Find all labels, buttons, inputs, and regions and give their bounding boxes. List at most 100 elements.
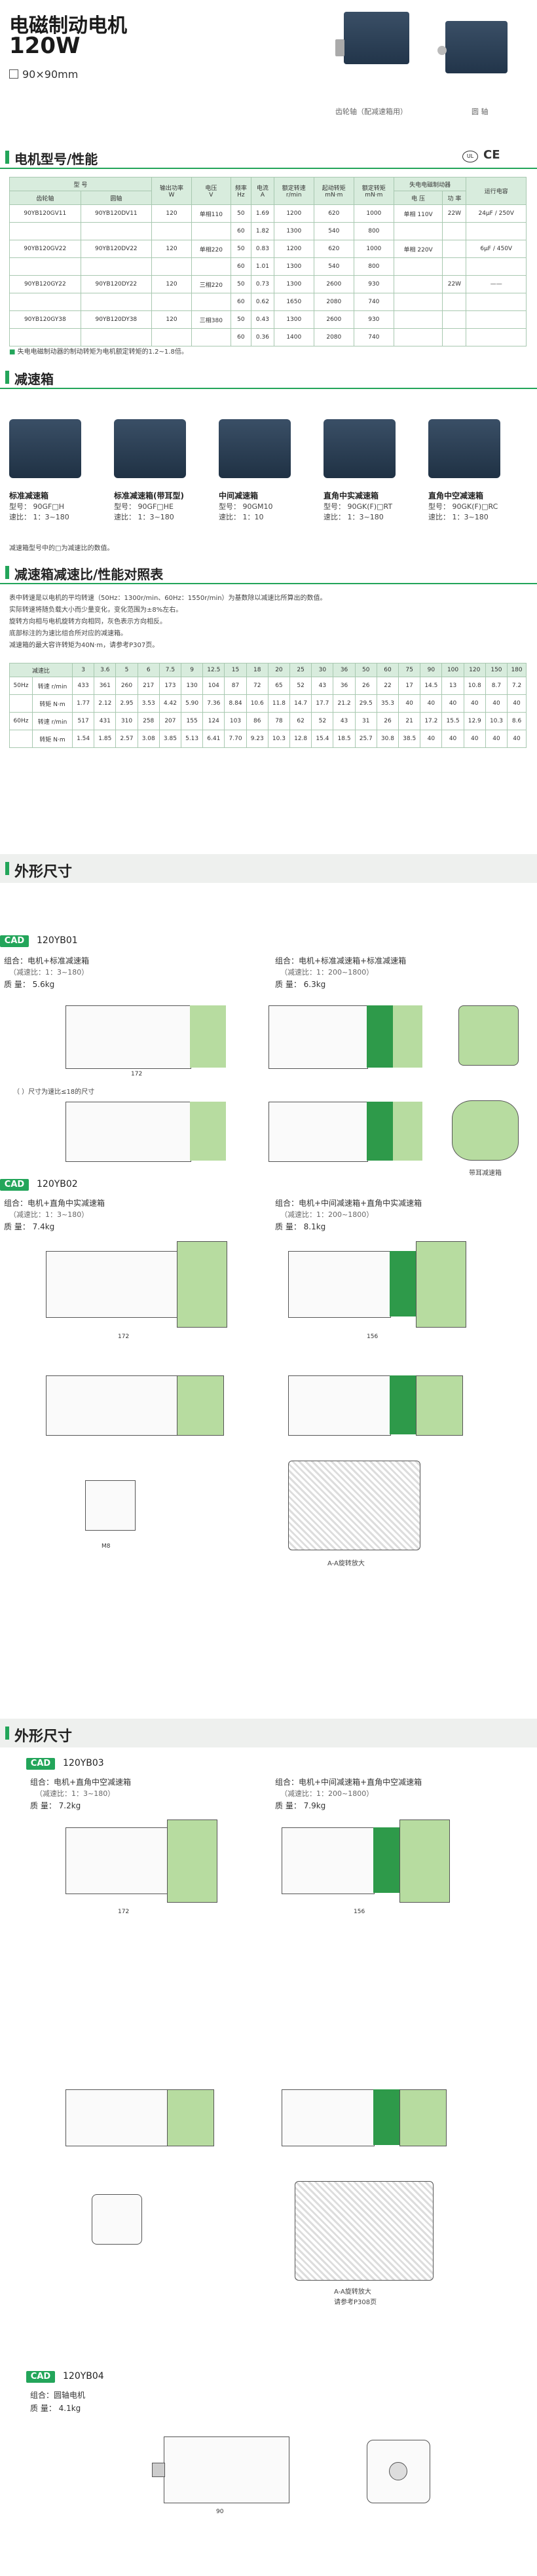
gearbox-model: 型号： 90GF□H <box>9 502 65 511</box>
motor-performance-table: 型 号 输出功率 W 电压 V 频率 Hz 电流 A 额定转速 r/min 起动… <box>9 177 527 346</box>
cell-speed: 1400 <box>273 328 314 346</box>
cell-round: 90YB120DV11 <box>80 204 152 223</box>
cad-badge-3[interactable]: CAD <box>26 1758 55 1770</box>
head-start: 起动转矩 mN·m <box>313 177 354 205</box>
ratio-cell: 3.6 <box>94 663 117 677</box>
section-motor-performance: 电机型号/性能 <box>0 145 537 169</box>
speed-note: 旋转方向相与电机旋转方向相同，灰色表示方向相反。 <box>9 618 166 625</box>
frame-size-text: 90×90mm <box>22 68 79 81</box>
ratio-cell: 15 <box>224 663 247 677</box>
cad-badge-1[interactable]: CAD <box>0 935 29 947</box>
gearbox-a-bottom <box>190 1102 226 1161</box>
model-120YB02: 120YB02 <box>37 1179 78 1189</box>
value-cell: 217 <box>137 677 160 695</box>
ratio-b: （减速比：1：200~1800） <box>280 968 374 977</box>
dim-a-length: 172 <box>131 1071 143 1077</box>
value-cell: 433 <box>71 677 95 695</box>
value-cell: 40 <box>398 694 421 713</box>
value-cell: 36 <box>333 677 356 695</box>
speed-note: 减速箱的最大容许转矩为40N·m，请参考P307页。 <box>9 642 159 649</box>
drawing-d-top <box>288 1251 391 1318</box>
speed-note: 底部标注的为速比组合所对应的减速箱。 <box>9 630 127 637</box>
mid-gearbox-d-top <box>390 1251 416 1316</box>
ratio-cell: 6 <box>137 663 160 677</box>
value-cell: 26 <box>354 677 377 695</box>
ear-gearbox-label: 带耳减速箱 <box>469 1170 502 1177</box>
value-cell: 78 <box>267 712 291 730</box>
cell-bpow <box>442 310 467 329</box>
value-cell: 258 <box>137 712 160 730</box>
dim-e-length: 172 <box>118 1909 130 1915</box>
value-cell: 35.3 <box>376 694 399 713</box>
drawing-c-front <box>85 1480 136 1531</box>
value-cell: 43 <box>311 677 334 695</box>
kind-cell: 转速 r/min <box>32 677 73 695</box>
ratio-c: （减速比：1：3~180） <box>9 1210 89 1219</box>
cell-cap <box>466 328 527 346</box>
gearbox-f-top <box>399 1820 450 1903</box>
cell-volt: 三相380 <box>191 310 231 329</box>
cell-freq: 60 <box>230 328 252 346</box>
cell-cap: 6μF / 450V <box>466 240 527 258</box>
cad-badge-2[interactable]: CAD <box>0 1179 29 1191</box>
section-aa-label-2: A-A旋转放大 <box>334 2288 371 2296</box>
ratio-f: （减速比：1：200~1800） <box>280 1789 374 1798</box>
value-cell: 22 <box>376 677 399 695</box>
cell-start: 2080 <box>313 328 354 346</box>
value-cell: 29.5 <box>354 694 377 713</box>
ratio-cell: 12.5 <box>202 663 225 677</box>
section-title: 电机型号/性能 <box>14 151 98 167</box>
value-cell: 40 <box>485 694 508 713</box>
gearbox-d-bottom <box>416 1375 463 1436</box>
section-marker <box>5 151 9 164</box>
photo-label-gear: 齿轮轴（配减速箱用） <box>335 107 407 116</box>
page-title: 电磁制动电机 <box>9 14 127 37</box>
cell-round: 90YB120DY38 <box>80 310 152 329</box>
section-title: 减速箱减速比/性能对照表 <box>14 567 164 582</box>
value-cell: 38.5 <box>398 730 421 748</box>
cell-gear: 90YB120GY38 <box>9 310 81 329</box>
cell-freq: 60 <box>230 293 252 311</box>
head-volt: 电压 V <box>191 177 231 205</box>
gearbox-photo <box>428 419 500 478</box>
gearbox-ratio: 速比： 1：3~180 <box>114 513 174 521</box>
gearbox-f-bottom <box>399 2089 447 2146</box>
cell-bvolt <box>393 328 443 346</box>
frame-size-label: 90×90mm <box>9 68 78 81</box>
combo-b: 组合：电机+标准减速箱+标准减速箱 <box>275 956 407 965</box>
value-cell: 5.90 <box>181 694 204 713</box>
cell-freq: 60 <box>230 222 252 240</box>
cell-rated: 800 <box>353 257 394 276</box>
value-cell: 361 <box>94 677 117 695</box>
cad-badge-4[interactable]: CAD <box>26 2371 55 2383</box>
cell-speed: 1300 <box>273 257 314 276</box>
ratio-cell: 9 <box>181 663 204 677</box>
value-cell: 11.8 <box>267 694 291 713</box>
head-model: 型 号 <box>9 177 152 191</box>
gearbox-b-top <box>393 1005 422 1068</box>
cell-amp: 0.36 <box>251 328 274 346</box>
value-cell: 87 <box>224 677 247 695</box>
cell-power: 120 <box>151 310 193 329</box>
value-cell: 260 <box>115 677 138 695</box>
square-icon <box>9 69 18 79</box>
cell-bvolt <box>393 310 443 329</box>
mid-gearbox-d-bottom <box>390 1375 416 1434</box>
cell-volt: 三相220 <box>191 275 231 293</box>
cell-volt: 单相220 <box>191 240 231 258</box>
ratio-cell: 100 <box>441 663 464 677</box>
mid-gearbox-b-bottom <box>367 1102 393 1161</box>
ratio-a: （减速比：1：3~180） <box>9 968 89 977</box>
cell-start: 2600 <box>313 275 354 293</box>
value-cell: 17.2 <box>420 712 443 730</box>
ratio-e: （减速比：1：3~180） <box>35 1789 115 1798</box>
cell-gear: 90YB120GV11 <box>9 204 81 223</box>
mid-gearbox-b-top <box>367 1005 393 1068</box>
cell-start: 540 <box>313 257 354 276</box>
kind-cell: 转矩 N·m <box>32 694 73 713</box>
hz-cell <box>9 730 33 748</box>
